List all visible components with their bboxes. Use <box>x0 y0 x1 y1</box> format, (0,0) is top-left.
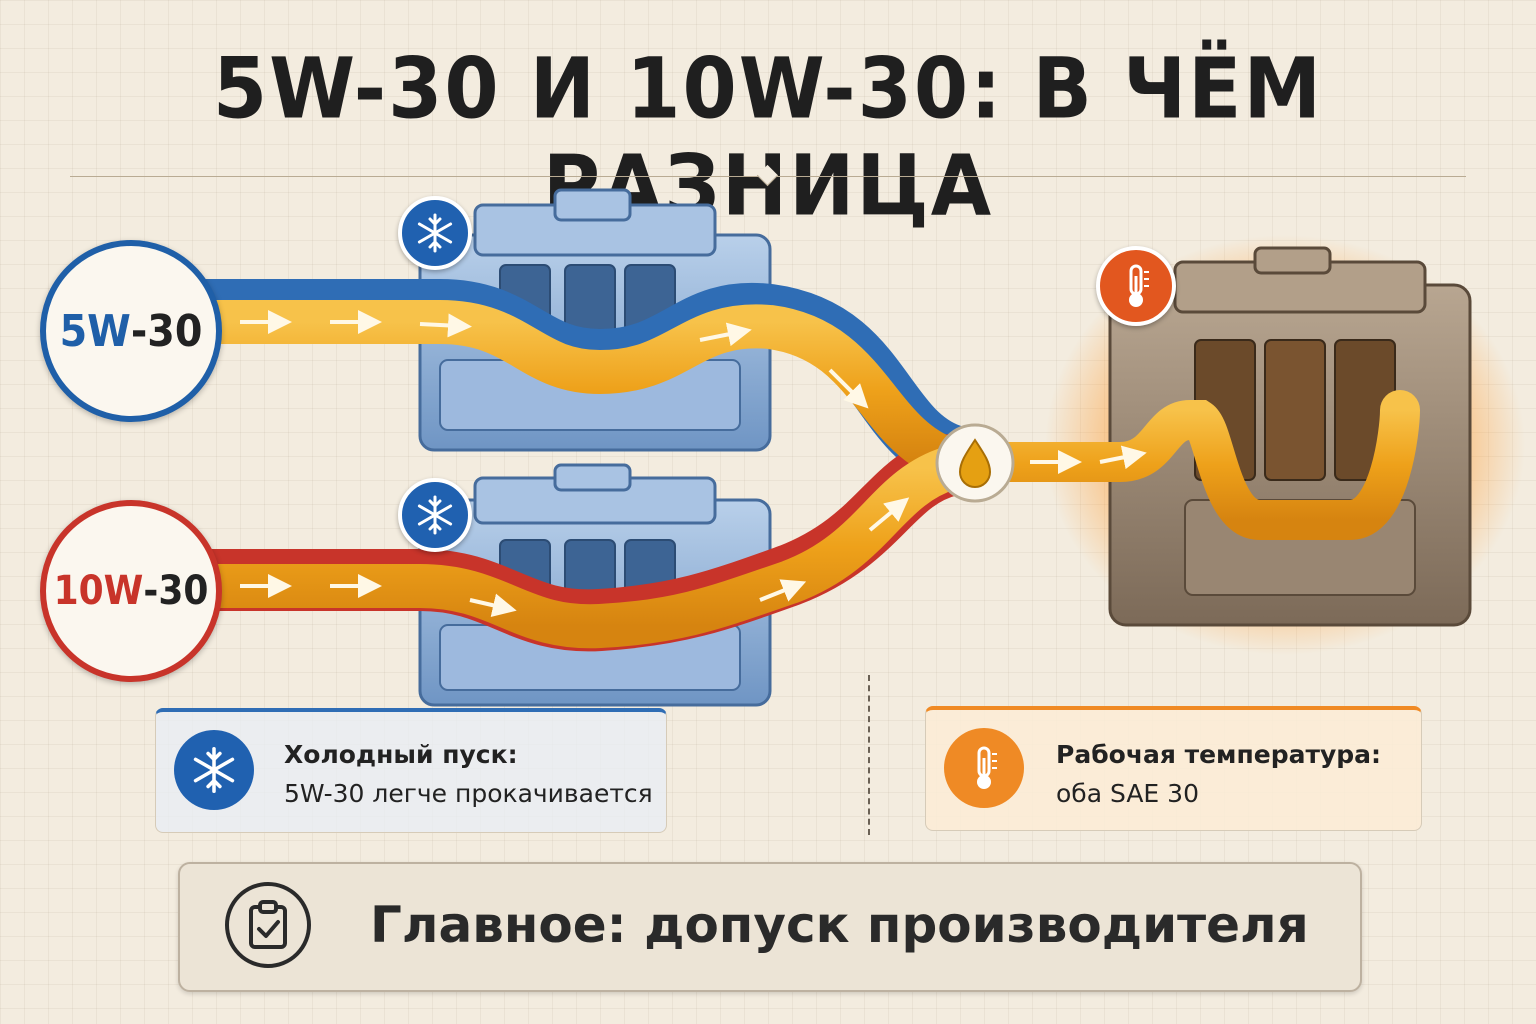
grade-5w30-prefix: 5W <box>59 305 131 357</box>
conclusion-text: Главное: допуск производителя <box>370 896 1309 954</box>
grade-5w30-suffix: -30 <box>130 305 203 357</box>
grade-10w30-label: 10W-30 <box>40 500 222 682</box>
oil-stream-hot <box>955 390 1420 541</box>
clipboard-check-icon <box>225 882 311 968</box>
thermometer-icon <box>944 728 1024 808</box>
operating-temp-heading: Рабочая температура: <box>1056 740 1382 769</box>
flow-arrows <box>240 310 1147 618</box>
grade-10w30-prefix: 10W <box>53 568 144 614</box>
thermometer-icon <box>1096 246 1176 326</box>
conclusion-banner: Главное: допуск производителя <box>178 862 1362 992</box>
dashed-divider <box>868 675 870 835</box>
oil-drop-junction <box>935 423 1015 503</box>
oil-stream-5w <box>178 300 972 482</box>
operating-temp-body: оба SAE 30 <box>1056 779 1199 808</box>
snowflake-icon <box>398 478 472 552</box>
grade-10w30-suffix: -30 <box>143 568 209 614</box>
snowflake-icon <box>398 196 472 270</box>
cold-start-heading: Холодный пуск: <box>284 740 518 769</box>
snowflake-icon <box>174 730 254 810</box>
operating-temp-info: Рабочая температура: оба SAE 30 <box>925 706 1422 831</box>
hot-engine <box>1045 235 1525 655</box>
cold-start-info: Холодный пуск: 5W-30 легче прокачивается <box>155 708 667 833</box>
grade-5w30-label: 5W-30 <box>40 240 222 422</box>
cold-start-body: 5W-30 легче прокачивается <box>284 779 653 808</box>
page-title: 5W-30 И 10W-30: В ЧЁМ РАЗНИЦА <box>212 40 1324 236</box>
